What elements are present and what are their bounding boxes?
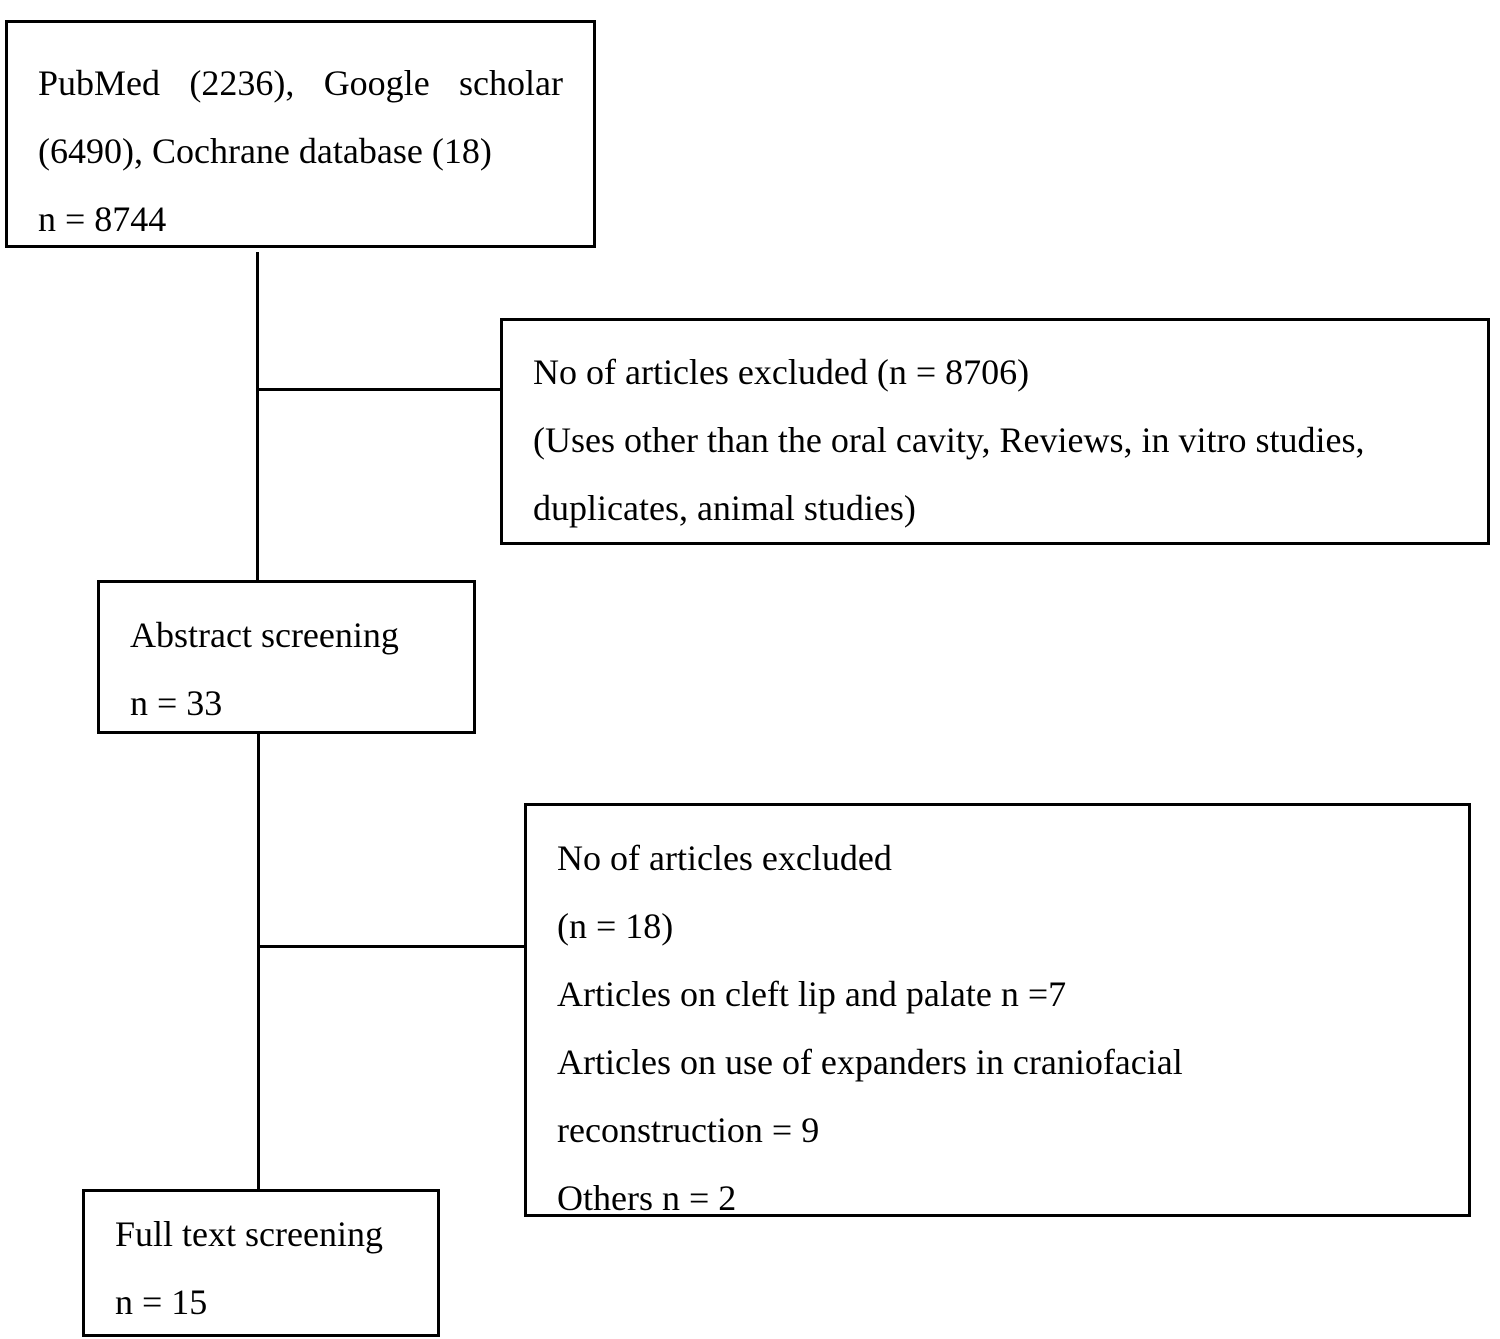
sources-box: PubMed (2236), Google scholar (6490), Co…: [5, 20, 596, 248]
sources-count: n = 8744: [38, 199, 167, 239]
excluded-1-reasons-line-1: (Uses other than the oral cavity, Review…: [533, 420, 1365, 460]
excluded-2-count: (n = 18): [557, 906, 674, 946]
connector-abstract-to-fulltext: [257, 732, 260, 1191]
excluded-1-reasons-line-2: duplicates, animal studies): [533, 488, 916, 528]
full-text-screening-box: Full text screening n = 15: [82, 1189, 440, 1337]
full-text-screening-title: Full text screening: [115, 1214, 383, 1254]
connector-branch-excluded-1: [256, 388, 502, 391]
excluded-articles-box-2: No of articles excluded (n = 18) Article…: [524, 803, 1471, 1218]
sources-word: PubMed: [38, 63, 161, 103]
full-text-screening-count: n = 15: [115, 1282, 208, 1322]
excluded-1-title: No of articles excluded (n = 8706): [533, 352, 1030, 392]
connector-branch-excluded-2: [257, 945, 526, 948]
connector-sources-to-abstract: [256, 252, 259, 582]
excluded-articles-box-1: No of articles excluded (n = 8706) (Uses…: [500, 318, 1490, 545]
sources-word: scholar: [459, 63, 563, 103]
excluded-2-reason-expanders: Articles on use of expanders in craniofa…: [557, 1042, 1183, 1082]
excluded-2-reason-expanders-cont: reconstruction = 9: [557, 1110, 820, 1150]
excluded-2-reason-cleft: Articles on cleft lip and palate n =7: [557, 974, 1067, 1014]
sources-line-2: (6490), Cochrane database (18): [38, 131, 492, 171]
abstract-screening-box: Abstract screening n = 33: [97, 580, 476, 734]
excluded-2-reason-others: Others n = 2: [557, 1178, 737, 1218]
excluded-2-title: No of articles excluded: [557, 838, 892, 878]
sources-line-1: PubMed (2236), Google scholar: [38, 49, 563, 117]
sources-word: (2236),: [189, 63, 295, 103]
abstract-screening-title: Abstract screening: [130, 615, 399, 655]
abstract-screening-count: n = 33: [130, 683, 223, 723]
sources-word: Google: [323, 63, 430, 103]
